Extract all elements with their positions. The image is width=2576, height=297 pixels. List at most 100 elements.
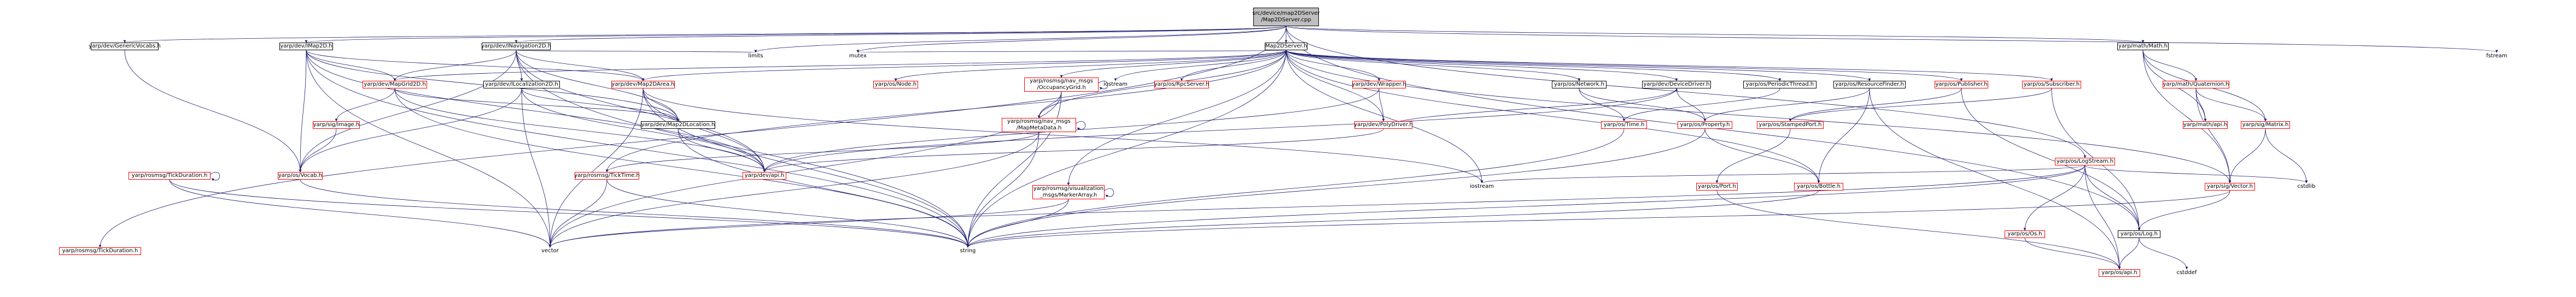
- node-iostream-mid: iostream: [1469, 183, 1494, 191]
- node-label: /MapMetaData.h: [1016, 125, 1062, 131]
- node-ilocalization2d[interactable]: yarp/dev/ILocalization2D.h: [483, 81, 560, 88]
- dependency-edge: [548, 91, 1062, 248]
- node-nodeh[interactable]: yarp/os/Node.h: [873, 81, 918, 88]
- dependency-edge: [299, 88, 522, 173]
- dependency-edge: [1622, 88, 1780, 122]
- node-mapgrid2d[interactable]: yarp/dev/MapGrid2D.h: [363, 81, 427, 88]
- node-label: cstdlib: [2297, 183, 2316, 189]
- dependency-edge: [1789, 88, 1962, 122]
- dependency-edge: [2142, 50, 2232, 183]
- dependency-edge: [605, 132, 1039, 173]
- node-map2dserverh[interactable]: Map2DServer.h: [1265, 43, 1307, 50]
- dependency-edge: [1579, 88, 1626, 122]
- dependency-edge: [1480, 165, 2086, 183]
- node-label: iostream: [1103, 81, 1128, 87]
- node-rpcserver[interactable]: yarp/os/RpcServer.h: [1154, 81, 1209, 88]
- node-imageh[interactable]: yarp/sig/Image.h: [313, 121, 360, 129]
- dependency-edge: [605, 50, 1287, 173]
- node-vectorh[interactable]: yarp/sig/Vector.h: [2205, 183, 2255, 191]
- dependency-edge: [1715, 128, 1791, 183]
- dependency-edge: [1286, 26, 2498, 53]
- dependency-edge: [1104, 188, 1114, 198]
- node-stampedport[interactable]: yarp/os/StampedPort.h: [1757, 121, 1824, 129]
- dependency-edge: [2023, 165, 2086, 231]
- dependency-edge: [2195, 88, 2207, 122]
- node-logstream[interactable]: yarp/os/LogStream.h: [2055, 158, 2115, 165]
- node-genericvocab[interactable]: yarp/dev/GenericVocabs.h: [89, 43, 161, 50]
- node-inavigation2d[interactable]: yarp/dev/INavigation2D.h: [481, 43, 552, 50]
- dependency-edge: [516, 50, 969, 248]
- node-publisher[interactable]: yarp/os/Publisher.h: [1935, 81, 1988, 88]
- dependency-edge: [642, 88, 680, 122]
- node-wrapper[interactable]: yarp/dev/Wrapper.h: [1352, 81, 1406, 88]
- node-devicedriver[interactable]: yarp/dev/DeviceDriver.h: [1642, 81, 1711, 88]
- node-resourcefinder[interactable]: yarp/os/ResourceFinder.h: [1833, 81, 1906, 88]
- dependency-edge: [1180, 50, 1287, 81]
- node-root: src/device/map2DServer/Map2DServer.cpp: [1252, 8, 1320, 26]
- node-label: /Map2DServer.cpp: [1261, 17, 1311, 23]
- node-logh[interactable]: yarp/os/Log.h: [2118, 230, 2160, 238]
- node-mapmetadata[interactable]: yarp/rosmsg/nav_msgs/MapMetaData.h: [1002, 118, 1076, 132]
- node-label: yarp/dev/MapGrid2D.h: [364, 81, 426, 87]
- dependency-edge: [393, 50, 1287, 81]
- node-mathh[interactable]: yarp/math/Math.h: [2117, 43, 2169, 50]
- node-occgrid[interactable]: yarp/rosmsg/nav_msgs/OccupancyGrid.h: [1024, 78, 1099, 92]
- node-label: fstream: [2486, 53, 2508, 59]
- node-mathapi[interactable]: yarp/math/api.h: [2183, 121, 2228, 129]
- dependency-edge: [306, 50, 766, 173]
- node-label: limits: [748, 53, 763, 59]
- dependency-edge: [169, 179, 969, 248]
- node-label: cstddef: [2176, 270, 2197, 276]
- dependency-edge: [2228, 128, 2266, 183]
- node-vocabh[interactable]: yarp/os/Vocab.h: [278, 172, 323, 180]
- dependency-edge: [2195, 88, 2267, 122]
- node-matrixh[interactable]: yarp/sig/Matrix.h: [2241, 121, 2290, 129]
- node-osh[interactable]: yarp/os/Os.h: [2005, 230, 2045, 238]
- dependency-edge: [894, 50, 1287, 81]
- dependency-edge: [1286, 50, 1678, 81]
- node-network[interactable]: yarp/os/Network.h: [1552, 81, 1607, 88]
- node-periodicthread[interactable]: yarp/os/PeriodicThread.h: [1743, 81, 1816, 88]
- node-tickduration[interactable]: yarp/rosmsg/TickDuration.h: [128, 172, 211, 180]
- node-imap2d[interactable]: yarp/dev/IMap2D.h: [279, 43, 333, 50]
- node-label: yarp/dev/INavigation2D.h: [481, 43, 552, 49]
- dependency-edge: [515, 26, 1287, 43]
- node-map2dlocation[interactable]: yarp/dev/Map2DLocation.h: [641, 121, 715, 129]
- dependency-edge: [306, 50, 396, 81]
- node-bottleh[interactable]: yarp/os/Bottle.h: [1794, 183, 1843, 191]
- node-label: yarp/dev/api.h: [744, 173, 785, 179]
- node-map2darea[interactable]: yarp/dev/Map2DArea.h: [611, 81, 675, 88]
- dependency-edge: [299, 50, 517, 173]
- dependency-edge: [1286, 50, 2053, 81]
- node-polydriver[interactable]: yarp/dev/PolyDriver.h: [1354, 121, 1413, 129]
- node-label: yarp/rosmsg/TickDuration.h: [131, 173, 208, 179]
- node-label: yarp/os/Bottle.h: [1797, 183, 1841, 189]
- node-timeh[interactable]: yarp/os/Time.h: [1601, 121, 1647, 129]
- node-label: yarp/os/Node.h: [874, 81, 917, 87]
- node-markerarray[interactable]: yarp/rosmsg/visualization_msgs/MarkerArr…: [1032, 185, 1105, 199]
- node-ticktime2[interactable]: yarp/rosmsg/TickTime.h: [574, 172, 640, 180]
- dependency-edge: [1286, 50, 1871, 81]
- dependency-edge: [1076, 121, 1086, 130]
- node-label: iostream: [1470, 183, 1494, 189]
- dependency-edge: [516, 50, 680, 122]
- node-osapi[interactable]: yarp/os/api.h: [2099, 269, 2140, 277]
- node-string: string: [957, 247, 979, 255]
- node-ticktimeh[interactable]: yarp/rosmsg/TickDuration.h: [59, 247, 141, 255]
- dependency-edge: [516, 50, 757, 53]
- node-subscriber[interactable]: yarp/os/Subscriber.h: [2022, 81, 2081, 88]
- node-porth[interactable]: yarp/os/Port.h: [1696, 183, 1738, 191]
- node-devapi[interactable]: yarp/dev/api.h: [743, 172, 786, 180]
- dependency-edge: [548, 88, 644, 248]
- dependency-edge: [124, 50, 302, 173]
- node-quaternion[interactable]: yarp/math/Quaternion.h: [2163, 81, 2229, 88]
- node-propertyh[interactable]: yarp/os/Property.h: [1678, 121, 1732, 129]
- dependency-edge: [677, 128, 766, 173]
- node-label: yarp/dev/IMap2D.h: [280, 43, 332, 49]
- dependency-edge: [1676, 88, 1707, 122]
- dependency-edge: [1286, 50, 1385, 122]
- dependency-edge: [1579, 88, 1707, 122]
- node-label: yarp/rosmsg/nav_msgs: [1030, 78, 1093, 84]
- dependency-edge: [299, 50, 307, 173]
- node-label: yarp/rosmsg/TickTime.h: [574, 173, 640, 179]
